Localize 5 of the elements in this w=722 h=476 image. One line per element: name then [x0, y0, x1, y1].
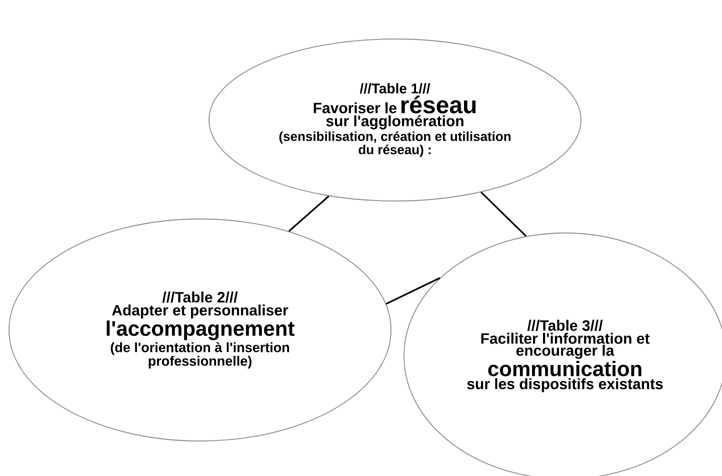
- ellipse-node: ///Table 2/// Adapter et personnaliser l'accompagnement (de l'orientation à l'insertion professionnelle): [8, 218, 392, 442]
- ellipse-node: ///Table 1/// Favoriser le réseau sur l'agglomération (sensibilisation, création et utilisation du réseau) :: [208, 38, 582, 202]
- connector-line: [386, 277, 440, 305]
- connector-line: [288, 196, 330, 232]
- connector-line: [480, 192, 527, 237]
